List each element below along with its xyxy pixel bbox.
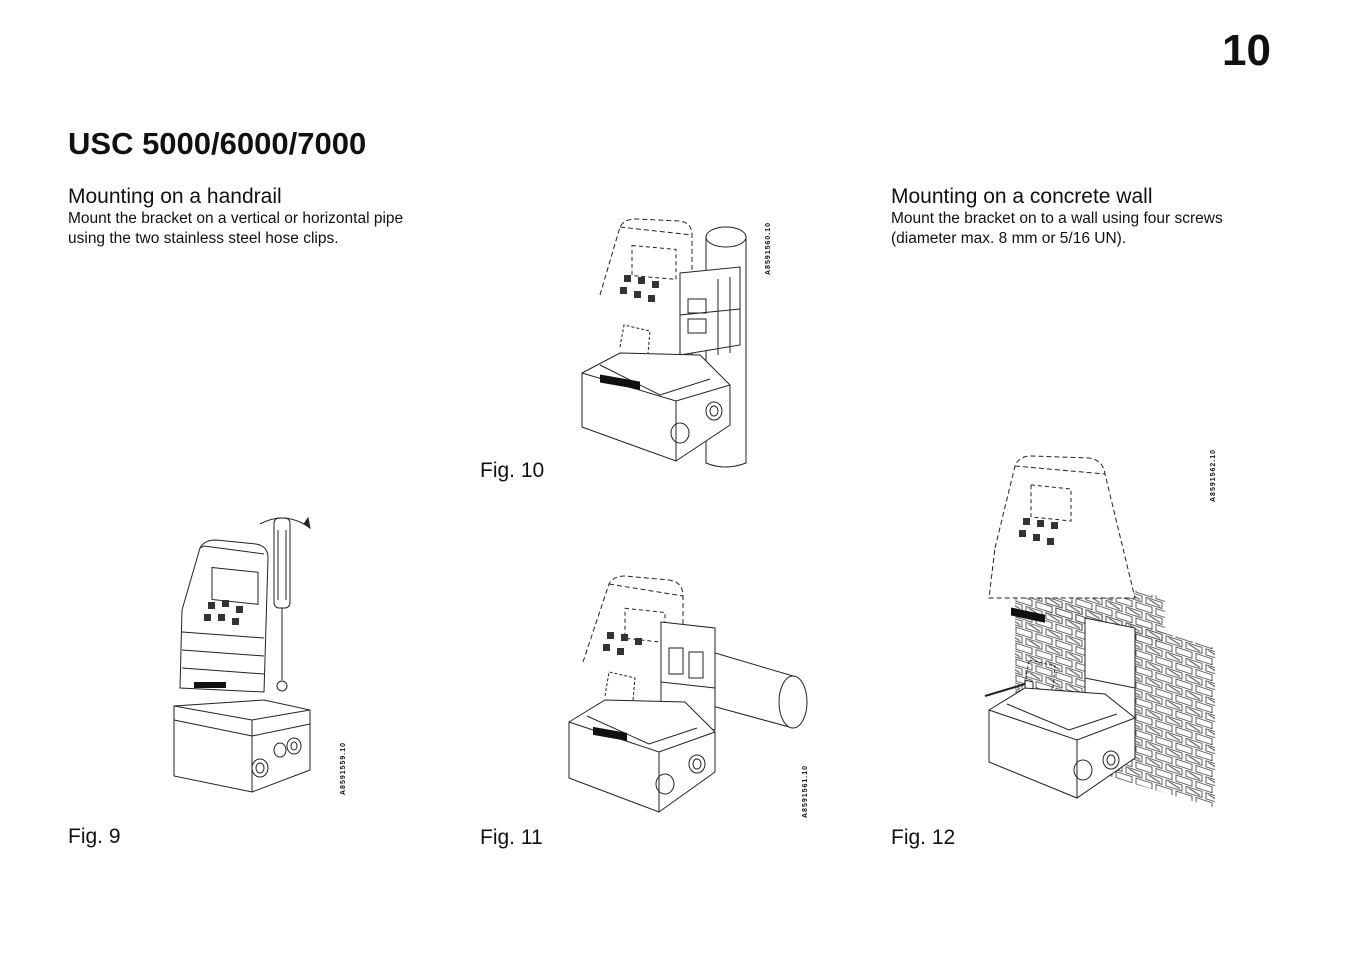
handrail-text-line2: using the two stainless steel hose clips… bbox=[68, 230, 339, 247]
handrail-heading: Mounting on a handrail bbox=[68, 185, 282, 208]
fig11-code: A8591561.10 bbox=[802, 764, 809, 818]
page-title: USC 5000/6000/7000 bbox=[68, 126, 367, 161]
fig10-code: A8591560.10 bbox=[765, 221, 772, 275]
wall-text-line2: (diameter max. 8 mm or 5/16 UN). bbox=[891, 230, 1127, 247]
handrail-text-line1: Mount the bracket on a vertical or horiz… bbox=[68, 210, 404, 227]
wall-text-line1: Mount the bracket on to a wall using fou… bbox=[891, 210, 1223, 227]
handrail-section: Mounting on a handrail Mount the bracket… bbox=[68, 185, 403, 249]
fig9-illustration bbox=[160, 510, 360, 810]
fig9-code: A8591559.10 bbox=[340, 741, 347, 795]
fig9-label: Fig. 9 bbox=[68, 825, 121, 848]
wall-heading: Mounting on a concrete wall bbox=[891, 185, 1153, 208]
fig12-code: A8591562.10 bbox=[1210, 448, 1217, 502]
page-number: 10 bbox=[1222, 26, 1271, 75]
fig12-label: Fig. 12 bbox=[891, 826, 956, 849]
fig10-illustration bbox=[580, 215, 770, 470]
fig10-label: Fig. 10 bbox=[480, 459, 545, 482]
fig12-illustration bbox=[985, 448, 1215, 808]
fig11-label: Fig. 11 bbox=[480, 826, 543, 849]
wall-section: Mounting on a concrete wall Mount the br… bbox=[891, 185, 1223, 249]
fig11-illustration bbox=[565, 572, 815, 822]
